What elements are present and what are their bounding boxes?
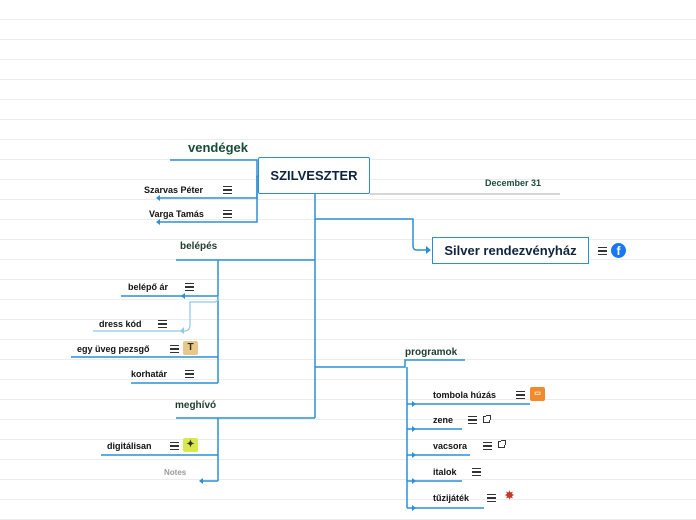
entry-belepo-ar[interactable]: belépő ár	[128, 282, 169, 292]
magic-wand-sticker-icon: ✦	[183, 438, 198, 452]
arrowhead-venue	[426, 246, 431, 254]
invite-digitalisan[interactable]: digitálisan	[107, 441, 152, 451]
entry-korhatar[interactable]: korhatár	[131, 369, 168, 379]
hamburger-menu-icon[interactable]	[185, 283, 194, 291]
hamburger-menu-icon[interactable]	[468, 416, 477, 424]
connector-varga	[160, 176, 258, 223]
program-tuzijatek[interactable]: tűzijáték	[433, 493, 470, 503]
hamburger-menu-icon[interactable]	[487, 494, 496, 502]
hamburger-menu-icon[interactable]	[223, 186, 232, 194]
central-topic[interactable]: SZILVESZTER	[258, 157, 370, 194]
connector-venue	[315, 218, 428, 251]
program-zene[interactable]: zene	[433, 415, 454, 425]
connector-programs	[315, 359, 465, 368]
external-link-icon[interactable]	[483, 415, 491, 423]
branch-programs[interactable]: programok	[405, 347, 458, 358]
arrowhead-szarvas	[156, 195, 160, 201]
firework-sticker-icon: ✸	[504, 490, 515, 502]
text-format-sticker-icon: T	[183, 341, 198, 355]
branch-invite[interactable]: meghívó	[175, 400, 217, 411]
guest-szarvas[interactable]: Szarvas Péter	[144, 185, 204, 195]
connector-dress-kod	[93, 295, 220, 332]
invite-notes[interactable]: Notes	[164, 468, 187, 477]
arrowhead-zene	[412, 426, 416, 432]
entry-dress-kod[interactable]: dress kód	[99, 319, 142, 329]
arrowhead-belepo-ar	[181, 293, 185, 299]
hamburger-menu-icon[interactable]	[598, 247, 607, 255]
connector-guests	[170, 159, 258, 177]
venue-node[interactable]: Silver rendezvényház	[432, 237, 589, 264]
branch-guests[interactable]: vendégek	[188, 140, 248, 155]
branch-entry[interactable]: belépés	[180, 241, 218, 252]
hamburger-menu-icon[interactable]	[158, 320, 167, 328]
date-label[interactable]: December 31	[485, 178, 542, 188]
external-link-icon[interactable]	[498, 440, 506, 448]
arrowhead-tombola	[412, 401, 416, 407]
arrowhead-vacsora	[412, 452, 416, 458]
arrowhead-notes	[199, 478, 203, 484]
arrowhead-dress-kod	[180, 327, 184, 334]
hamburger-menu-icon[interactable]	[483, 442, 492, 450]
program-italok[interactable]: italok	[433, 467, 457, 477]
entry-pezsgo[interactable]: egy üveg pezsgő	[77, 344, 150, 354]
program-tombola[interactable]: tombola húzás	[433, 390, 497, 400]
arrowhead-italok	[412, 478, 416, 484]
hamburger-menu-icon[interactable]	[185, 370, 194, 378]
guest-varga[interactable]: Varga Tamás	[149, 209, 204, 219]
ticket-sticker-icon: ▭	[530, 387, 545, 401]
program-vacsora[interactable]: vacsora	[433, 441, 468, 451]
hamburger-menu-icon[interactable]	[223, 210, 232, 218]
hamburger-menu-icon[interactable]	[472, 468, 481, 476]
hamburger-menu-icon[interactable]	[516, 391, 525, 399]
arrowhead-varga	[156, 219, 160, 225]
hamburger-menu-icon[interactable]	[170, 345, 179, 353]
arrowhead-tuzijatek	[412, 505, 416, 511]
hamburger-menu-icon[interactable]	[170, 442, 179, 450]
facebook-icon[interactable]: f	[611, 243, 626, 258]
